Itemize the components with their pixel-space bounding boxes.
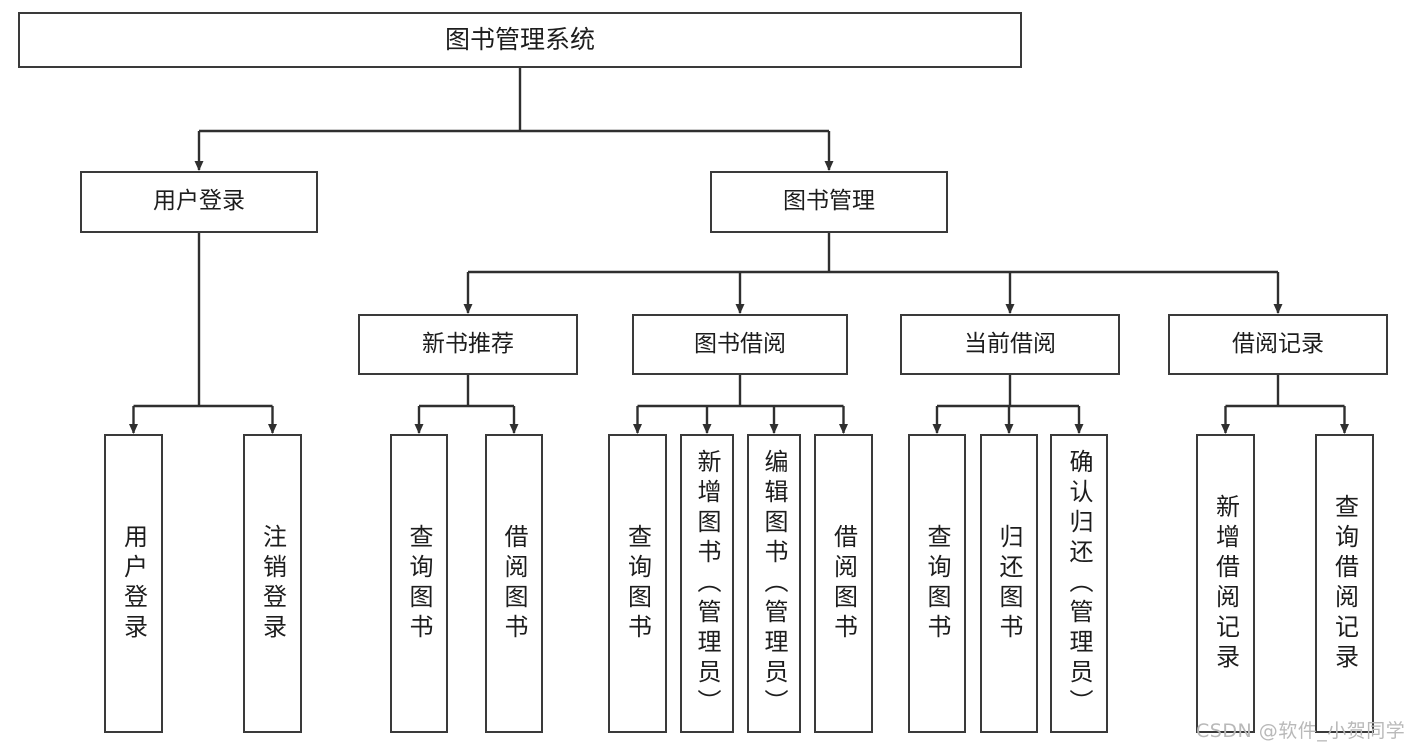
node-label-leaf-add-record: 新增借阅记录 bbox=[1211, 493, 1240, 674]
node-label-borrow-record: 借阅记录 bbox=[1232, 330, 1324, 357]
node-label-user-login: 用户登录 bbox=[153, 188, 245, 215]
node-label-leaf-user-login: 用户登录 bbox=[119, 523, 148, 644]
node-leaf-query-record[interactable]: 查询借阅记录 bbox=[1315, 434, 1374, 733]
node-leaf-query-book-1[interactable]: 查询图书 bbox=[390, 434, 448, 733]
node-leaf-edit-book[interactable]: 编辑图书（管理员） bbox=[747, 434, 801, 733]
node-root[interactable]: 图书管理系统 bbox=[18, 12, 1022, 68]
node-leaf-logout[interactable]: 注销登录 bbox=[243, 434, 302, 733]
node-user-login[interactable]: 用户登录 bbox=[80, 171, 318, 233]
csdn-watermark: CSDN @软件_小贺同学 bbox=[1196, 720, 1405, 742]
node-label-book-manage: 图书管理 bbox=[783, 188, 875, 215]
node-label-leaf-return-book: 归还图书 bbox=[995, 523, 1023, 644]
node-new-book-rec[interactable]: 新书推荐 bbox=[358, 314, 578, 375]
node-label-root: 图书管理系统 bbox=[444, 25, 595, 55]
node-leaf-return-book[interactable]: 归还图书 bbox=[980, 434, 1038, 733]
node-label-leaf-query-book-2: 查询图书 bbox=[623, 523, 652, 644]
node-leaf-user-login[interactable]: 用户登录 bbox=[104, 434, 163, 733]
node-label-book-borrow: 图书借阅 bbox=[694, 330, 786, 357]
node-label-leaf-logout: 注销登录 bbox=[258, 523, 287, 644]
node-leaf-add-record[interactable]: 新增借阅记录 bbox=[1196, 434, 1255, 733]
node-label-leaf-borrow-book-1: 借阅图书 bbox=[500, 523, 528, 644]
node-label-leaf-add-book: 新增图书（管理员） bbox=[693, 448, 721, 719]
node-book-borrow[interactable]: 图书借阅 bbox=[632, 314, 848, 375]
node-leaf-add-book[interactable]: 新增图书（管理员） bbox=[680, 434, 734, 733]
node-leaf-borrow-book-2[interactable]: 借阅图书 bbox=[814, 434, 873, 733]
node-borrow-record[interactable]: 借阅记录 bbox=[1168, 314, 1388, 375]
node-label-leaf-query-record: 查询借阅记录 bbox=[1330, 493, 1359, 674]
node-leaf-query-book-3[interactable]: 查询图书 bbox=[908, 434, 966, 733]
node-leaf-borrow-book-1[interactable]: 借阅图书 bbox=[485, 434, 543, 733]
node-label-leaf-confirm-return: 确认归还（管理员） bbox=[1065, 448, 1093, 719]
node-label-leaf-borrow-book-2: 借阅图书 bbox=[829, 523, 858, 644]
node-label-current-borrow: 当前借阅 bbox=[964, 330, 1056, 357]
node-label-leaf-query-book-1: 查询图书 bbox=[405, 523, 433, 644]
node-current-borrow[interactable]: 当前借阅 bbox=[900, 314, 1120, 375]
node-leaf-confirm-return[interactable]: 确认归还（管理员） bbox=[1050, 434, 1108, 733]
node-leaf-query-book-2[interactable]: 查询图书 bbox=[608, 434, 667, 733]
node-label-new-book-rec: 新书推荐 bbox=[422, 330, 514, 357]
edge-group bbox=[129, 68, 1349, 434]
node-book-manage[interactable]: 图书管理 bbox=[710, 171, 948, 233]
node-label-leaf-query-book-3: 查询图书 bbox=[923, 523, 951, 644]
node-label-leaf-edit-book: 编辑图书（管理员） bbox=[760, 448, 788, 719]
